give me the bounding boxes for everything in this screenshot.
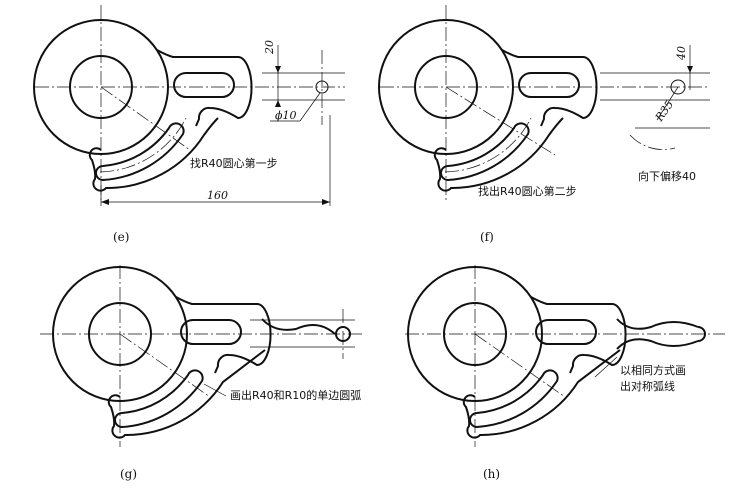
panel-caption: (h): [483, 467, 500, 481]
dim-20-label: 20: [263, 40, 276, 55]
curved-slot: [469, 369, 559, 429]
dim-160-label: 160: [207, 189, 228, 202]
straight-slot: [518, 72, 580, 98]
inner-circle: [414, 55, 478, 119]
slot-radial-centerline: [474, 333, 566, 398]
panel-h: 以相同方式画 出对称弧线 (h): [405, 265, 725, 481]
note-leader: [203, 383, 227, 397]
slot-radial-centerline: [119, 333, 211, 398]
panel-e: 20 ϕ10 160 找R40圆心第一步 (e): [33, 5, 345, 244]
slot-radial-centerline: [100, 86, 191, 151]
arrowhead: [687, 66, 693, 73]
step-note-line1: 以相同方式画: [620, 363, 686, 377]
boss-outline: [175, 296, 272, 374]
straight-slot: [535, 319, 597, 345]
curved-slot: [440, 122, 530, 182]
panel-caption: (e): [113, 230, 129, 244]
inner-circle: [443, 302, 507, 366]
straight-slot: [173, 72, 235, 98]
upper-symmetric-arc: [616, 318, 699, 330]
r40-single-arc: [261, 318, 336, 335]
r35-leader: [656, 86, 679, 121]
panel-f: 40 R35 向下偏移40 找出R40圆心第二步 (f): [378, 5, 710, 244]
arrowhead: [322, 199, 330, 205]
step-note-line2: 出对称弧线: [620, 379, 675, 393]
straight-slot: [180, 319, 242, 345]
note-leader: [594, 356, 618, 378]
inner-circle: [69, 55, 133, 119]
r35-arc: [629, 134, 676, 150]
lower-arc-outline: [433, 117, 564, 192]
offset-note: 向下偏移40: [638, 169, 696, 183]
dim-r35-label: R35: [652, 98, 676, 125]
dim-phi10-label: ϕ10: [275, 109, 297, 122]
arrowhead: [101, 199, 109, 205]
outer-circle: [378, 19, 514, 155]
lower-arc-outline: [462, 349, 621, 439]
step-note: 找出R40圆心第二步: [478, 184, 577, 198]
boss-outline: [530, 296, 627, 374]
panel-caption: (g): [120, 467, 137, 481]
slot-arc-centerline: [444, 117, 532, 173]
arrowhead: [275, 100, 281, 107]
small-circle: [670, 79, 686, 95]
lower-arc-outline: [107, 349, 266, 439]
arrowhead: [275, 66, 281, 73]
outer-circle: [33, 19, 169, 155]
outer-circle: [52, 266, 188, 402]
inner-circle: [88, 302, 152, 366]
phi-leader: [299, 92, 321, 122]
boss-outline: [156, 49, 253, 127]
panel-g: 画出R40和R10的单边圆弧 (g): [40, 265, 365, 481]
slot-arc-centerline: [99, 117, 187, 173]
r10-end-arc: [697, 326, 706, 342]
step-note: 画出R40和R10的单边圆弧: [230, 388, 361, 402]
lower-symmetric-arc: [616, 338, 699, 350]
boss-outline: [501, 49, 598, 127]
small-circle: [315, 80, 329, 94]
outer-circle: [407, 266, 543, 402]
lower-arc-outline: [88, 117, 219, 192]
step-note: 找R40圆心第一步: [190, 156, 278, 170]
curved-slot: [114, 369, 204, 429]
curved-slot: [95, 122, 185, 182]
dim-40-label: 40: [675, 46, 688, 61]
panel-caption: (f): [480, 230, 494, 244]
